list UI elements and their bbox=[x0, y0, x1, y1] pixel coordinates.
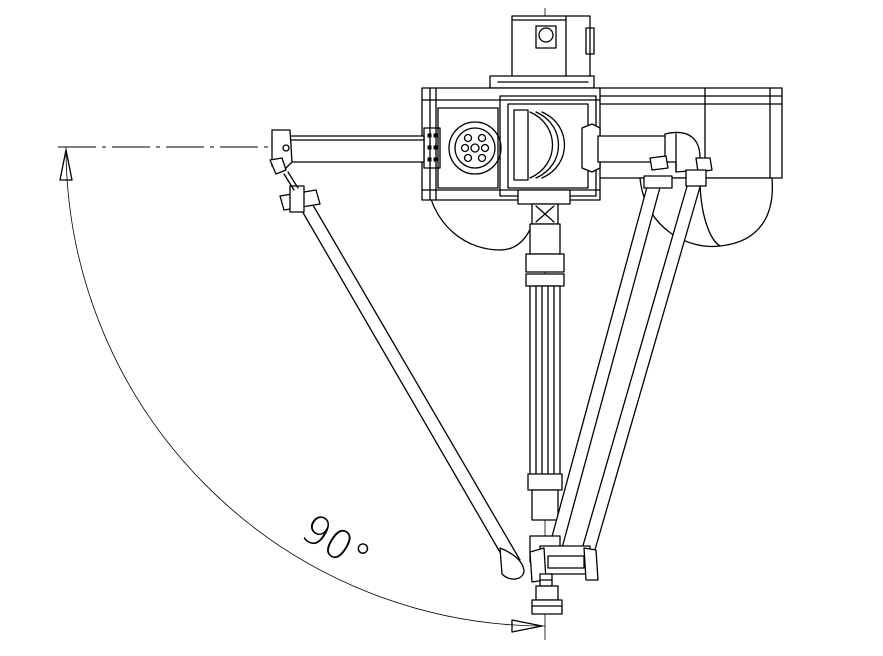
robot-base-body bbox=[421, 87, 783, 251]
left-lower-link bbox=[279, 171, 525, 580]
arrowhead-top bbox=[59, 149, 73, 181]
right-lower-link-front bbox=[549, 169, 707, 561]
top-motor-housing bbox=[489, 15, 595, 89]
left-upper-arm bbox=[269, 129, 425, 175]
end-effector-platform bbox=[529, 535, 599, 615]
angle-arc bbox=[65, 146, 546, 627]
right-upper-arm bbox=[581, 123, 713, 173]
central-telescopic-shaft bbox=[525, 223, 565, 521]
angle-label: 90° bbox=[294, 506, 379, 583]
arrowhead-bottom bbox=[511, 619, 543, 633]
